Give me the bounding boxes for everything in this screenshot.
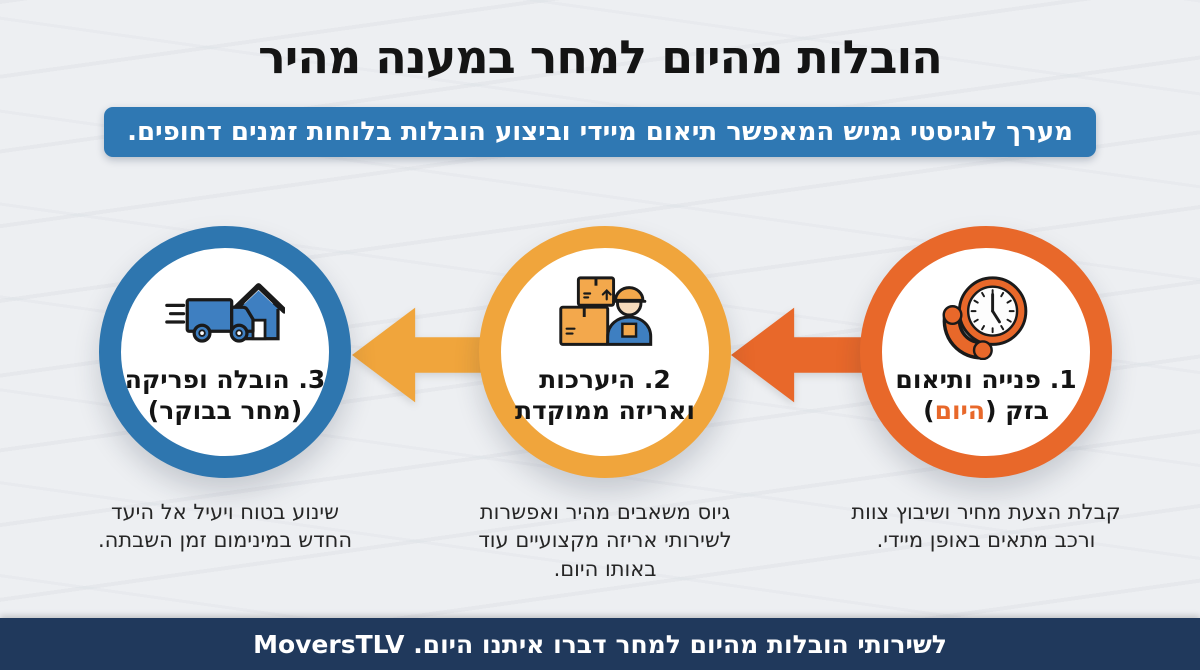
step-3-description: שינוע בטוח ויעיל אל היעד החדש במינימום ז…	[97, 500, 353, 553]
step-3-circle: 3. הובלה ופריקה (מחר בבוקר)	[99, 226, 351, 478]
step-1-description: קבלת הצעת מחיר ושיבוץ צוות ורכב מתאים בא…	[851, 500, 1121, 553]
step-3: 3. הובלה ופריקה (מחר בבוקר) שינוע בטוח ו…	[75, 226, 375, 555]
arrow-step1-to-step2-icon	[731, 307, 879, 403]
step-2-label: 2. היערכות ואריזה ממוקדת	[514, 365, 696, 425]
step-2-description: גיוס משאבים מהיר ואפשרות לשירותי אריזה מ…	[478, 500, 732, 581]
footer-banner: לשירותי הובלות מהיום למחר דברו איתנו היו…	[0, 618, 1200, 670]
accent-today-text: היום	[934, 395, 986, 425]
step-2: 2. היערכות ואריזה ממוקדת גיוס משאבים מהי…	[455, 226, 755, 583]
page-title: הובלות מהיום למחר במענה מהיר	[258, 30, 943, 84]
step-3-label: 3. הובלה ופריקה (מחר בבוקר)	[124, 365, 326, 425]
step-1-circle: 1. פנייה ותיאום בזק (היום)	[860, 226, 1112, 478]
phone-clock-icon	[942, 276, 1028, 360]
footer-text: לשירותי הובלות מהיום למחר דברו איתנו היו…	[253, 629, 947, 659]
arrow-step2-to-step3-icon	[352, 307, 500, 403]
step-2-circle: 2. היערכות ואריזה ממוקדת	[479, 226, 731, 478]
subtitle-banner: מערך לוגיסטי גמיש המאפשר תיאום מיידי ובי…	[104, 107, 1096, 157]
truck-house-icon	[165, 283, 286, 343]
step-1-label: 1. פנייה ותיאום בזק (היום)	[895, 365, 1077, 425]
subtitle-text: מערך לוגיסטי גמיש המאפשר תיאום מיידי ובי…	[127, 117, 1073, 147]
packing-boxes-worker-icon	[559, 276, 653, 346]
step-1: 1. פנייה ותיאום בזק (היום) קבלת הצעת מחי…	[836, 226, 1136, 555]
